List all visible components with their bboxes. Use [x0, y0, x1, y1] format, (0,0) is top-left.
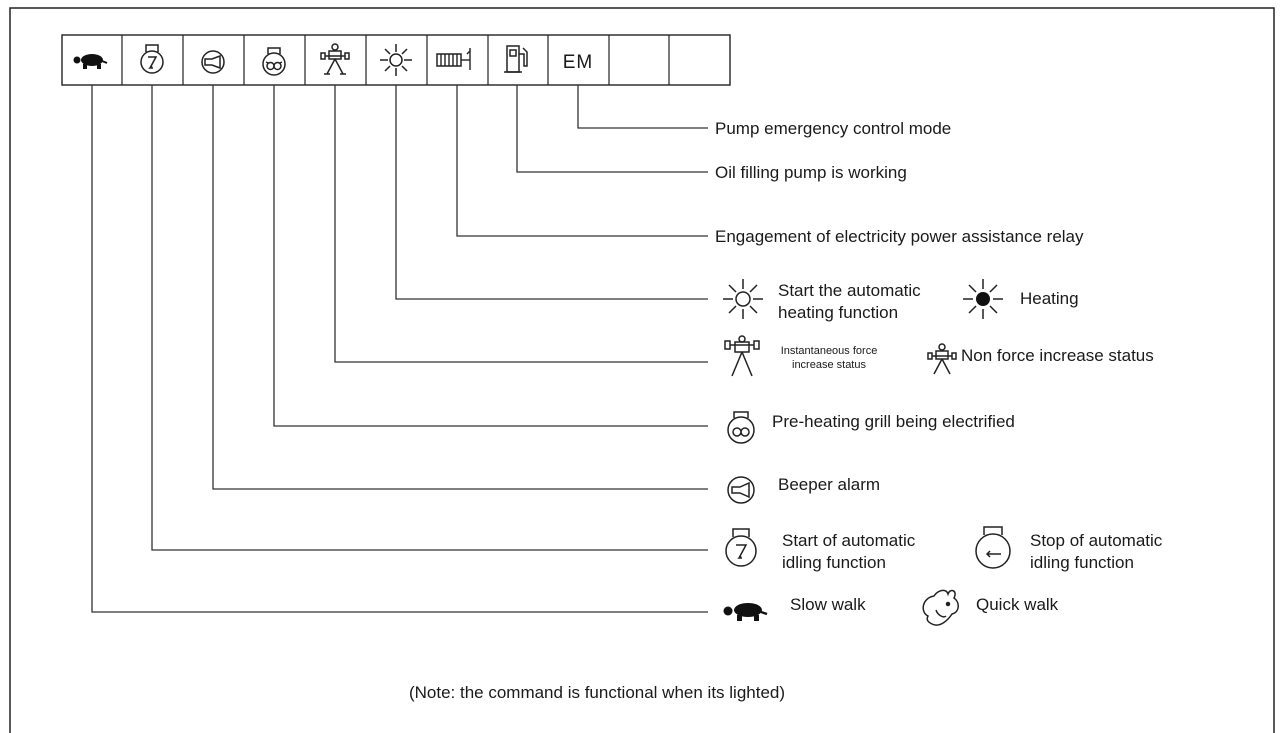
force-increase-icon — [320, 43, 350, 75]
label-start-idle-1: Start of automatic — [782, 531, 916, 550]
sun-filled-icon — [963, 279, 1003, 319]
label-force-increase-2: increase status — [792, 359, 866, 371]
relay-icon — [436, 48, 471, 70]
preheat-coil-icon — [262, 47, 286, 76]
diagram-frame — [9, 7, 1275, 733]
label-non-force: Non force increase status — [961, 346, 1154, 365]
horn-large-icon — [727, 476, 755, 504]
rabbit-icon — [922, 589, 959, 626]
label-stop-idle-1: Stop of automatic — [1030, 531, 1163, 550]
turtle-icon — [73, 54, 108, 69]
sun-outline-icon — [723, 279, 763, 319]
label-force-increase-1: Instantaneous force — [781, 345, 878, 357]
idle-start-icon — [725, 528, 757, 567]
label-beeper: Beeper alarm — [778, 475, 880, 494]
sun-heating-icon — [380, 44, 412, 76]
label-oil-filling: Oil filling pump is working — [715, 163, 907, 182]
label-heating: Heating — [1020, 289, 1079, 308]
label-auto-heat-1: Start the automatic — [778, 281, 921, 300]
label-auto-heat-2: heating function — [778, 303, 898, 322]
preheat-coil-large-icon — [727, 411, 755, 444]
icon-bar-frame — [61, 34, 731, 86]
legend: Pump emergency control mode Oil filling … — [715, 119, 1163, 626]
note: (Note: the command is functional when it… — [409, 683, 785, 702]
horn-icon — [201, 50, 225, 74]
label-pump-emergency: Pump emergency control mode — [715, 119, 951, 138]
non-force-icon — [927, 343, 957, 375]
label-stop-idle-2: idling function — [1030, 553, 1134, 572]
label-preheat: Pre-heating grill being electrified — [772, 412, 1015, 431]
idle-bulb-icon — [140, 44, 164, 74]
label-slow: Slow walk — [790, 595, 866, 614]
label-relay: Engagement of electricity power assistan… — [715, 227, 1084, 246]
idle-stop-icon — [975, 526, 1011, 569]
label-quick: Quick walk — [976, 595, 1059, 614]
em-text-icon: EM — [563, 52, 594, 73]
turtle-large-icon — [723, 603, 768, 621]
icon-bar: EM — [61, 34, 731, 86]
label-start-idle-2: idling function — [782, 553, 886, 572]
connector-lines — [91, 85, 708, 613]
force-increase-large-icon — [724, 335, 760, 377]
fuel-pump-icon — [504, 45, 528, 73]
